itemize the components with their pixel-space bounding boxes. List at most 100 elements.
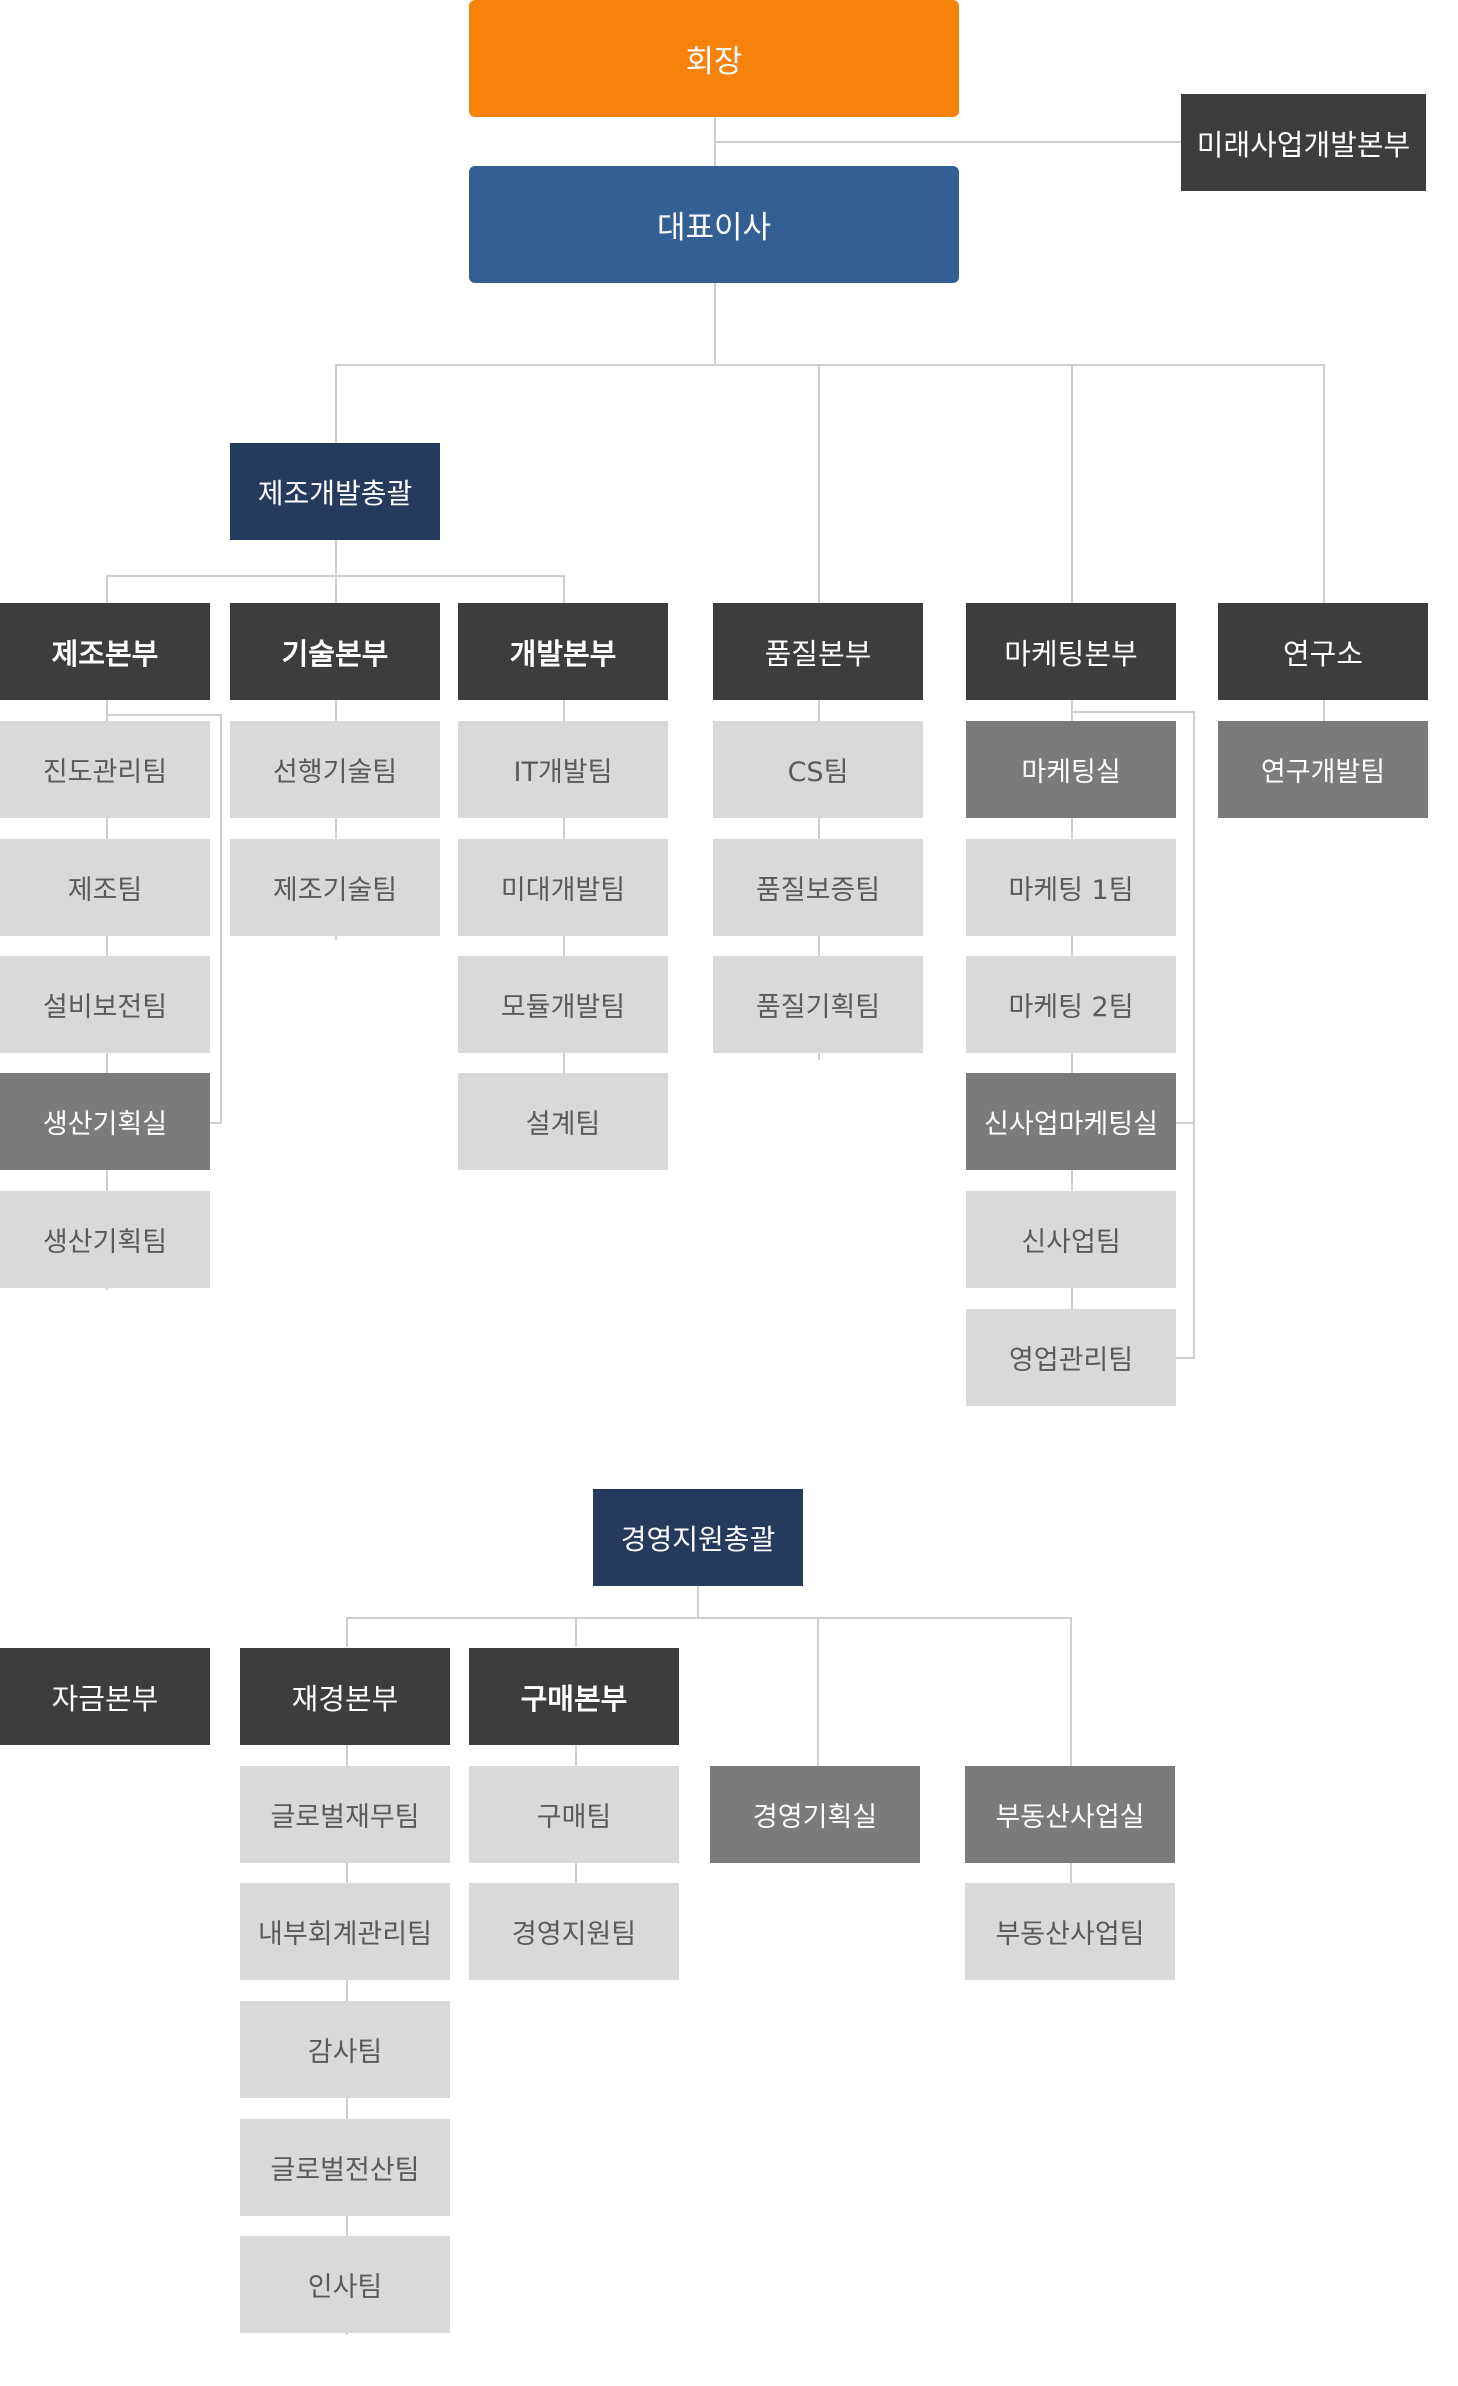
team-box: 품질기획팀 (713, 956, 923, 1053)
connector-line (1193, 711, 1195, 1359)
office-label: 연구개발팀 (1260, 757, 1386, 788)
production-division-label: 제조본부 (51, 636, 159, 671)
team-label: 글로벌전산팀 (270, 2155, 420, 2186)
connector-line (346, 1617, 1072, 1619)
connector-line (106, 575, 108, 605)
fund-division-label: 자금본부 (51, 1681, 159, 1716)
team-label: 품질기획팀 (755, 992, 881, 1023)
team-box: 마케팅 1팀 (966, 839, 1176, 936)
team-label: CS팀 (787, 757, 849, 788)
manufacturing-head-label: 제조개발총괄 (257, 476, 413, 510)
tech-division-label: 기술본부 (281, 636, 389, 671)
production-division-box: 제조본부 (0, 603, 210, 700)
finance-division-label: 재경본부 (291, 1681, 399, 1716)
team-label: 설계팀 (525, 1109, 601, 1140)
office-box: 부동산사업실 (965, 1766, 1175, 1863)
tech-division-box: 기술본부 (230, 603, 440, 700)
team-box: 영업관리팀 (966, 1309, 1176, 1406)
connector-line (818, 364, 820, 604)
team-box: 선행기술팀 (230, 721, 440, 818)
fund-division-box: 자금본부 (0, 1648, 210, 1745)
office-box: 생산기획실 (0, 1073, 210, 1170)
team-box: 신사업팀 (966, 1191, 1176, 1288)
office-label: 경영기획실 (752, 1802, 878, 1833)
marketing-division-box: 마케팅본부 (966, 603, 1176, 700)
dev-division-label: 개발본부 (509, 636, 617, 671)
office-box: 연구개발팀 (1218, 721, 1428, 818)
connector-line (335, 364, 337, 444)
marketing-division-label: 마케팅본부 (1004, 636, 1138, 671)
team-label: 신사업팀 (1021, 1227, 1121, 1258)
connector-line (697, 1586, 699, 1618)
connector-line (575, 1617, 577, 1647)
team-label: 내부회계관리팀 (258, 1919, 432, 1950)
team-label: 마케팅 2팀 (1008, 992, 1134, 1023)
team-box: 생산기획팀 (0, 1191, 210, 1288)
team-box: 감사팀 (240, 2001, 450, 2098)
office-label: 마케팅실 (1021, 757, 1121, 788)
team-label: IT개발팀 (513, 757, 613, 788)
management-head-box: 경영지원총괄 (593, 1489, 803, 1586)
team-box: 제조팀 (0, 839, 210, 936)
team-label: 선행기술팀 (272, 757, 398, 788)
connector-line (714, 283, 716, 365)
office-label: 부동산사업실 (995, 1802, 1145, 1833)
office-box: 경영기획실 (710, 1766, 920, 1863)
team-label: 글로벌재무팀 (270, 1802, 420, 1833)
team-label: 생산기획팀 (42, 1227, 168, 1258)
team-box: 부동산사업팀 (965, 1883, 1175, 1980)
connector-line (335, 540, 337, 606)
connector-line (714, 141, 1184, 143)
team-box: 마케팅 2팀 (966, 956, 1176, 1053)
team-box: 진도관리팀 (0, 721, 210, 818)
team-box: 글로벌전산팀 (240, 2119, 450, 2216)
dev-division-box: 개발본부 (458, 603, 668, 700)
team-label: 감사팀 (307, 2037, 383, 2068)
team-label: 인사팀 (307, 2272, 383, 2303)
team-box: 모듈개발팀 (458, 956, 668, 1053)
team-box: 설비보전팀 (0, 956, 210, 1053)
connector-line (563, 575, 565, 605)
connector-line (1071, 711, 1195, 713)
connector-line (106, 575, 565, 577)
finance-division-box: 재경본부 (240, 1648, 450, 1745)
research-label: 연구소 (1282, 636, 1364, 671)
connector-line (1070, 1860, 1072, 1890)
team-label: 설비보전팀 (42, 992, 168, 1023)
connector-line (1175, 1122, 1195, 1124)
connector-line (209, 1122, 222, 1124)
team-label: 구매팀 (536, 1802, 612, 1833)
connector-line (1071, 364, 1073, 604)
future-division-label: 미래사업개발본부 (1196, 127, 1411, 162)
quality-division-label: 품질본부 (764, 636, 872, 671)
team-box: 내부회계관리팀 (240, 1883, 450, 1980)
research-box: 연구소 (1218, 603, 1428, 700)
connector-line (1175, 1357, 1195, 1359)
chairman-label: 회장 (685, 44, 743, 80)
team-label: 제조팀 (67, 875, 143, 906)
team-box: 품질보증팀 (713, 839, 923, 936)
team-label: 부동산사업팀 (995, 1919, 1145, 1950)
team-box: 미대개발팀 (458, 839, 668, 936)
connector-line (335, 364, 1325, 366)
team-label: 모듈개발팀 (500, 992, 626, 1023)
connector-line (1323, 700, 1325, 728)
connector-line (106, 714, 222, 716)
team-box: IT개발팀 (458, 721, 668, 818)
office-box: 신사업마케팅실 (966, 1073, 1176, 1170)
connector-line (220, 714, 222, 1124)
connector-line (817, 1617, 819, 1767)
future-division-box: 미래사업개발본부 (1181, 94, 1426, 191)
office-label: 생산기획실 (42, 1109, 168, 1140)
team-box: 설계팀 (458, 1073, 668, 1170)
connector-line (1323, 364, 1325, 604)
team-label: 영업관리팀 (1008, 1345, 1134, 1376)
quality-division-box: 품질본부 (713, 603, 923, 700)
team-box: CS팀 (713, 721, 923, 818)
connector-line (335, 700, 337, 940)
team-label: 품질보증팀 (755, 875, 881, 906)
team-box: 제조기술팀 (230, 839, 440, 936)
ceo-box: 대표이사 (469, 166, 959, 283)
team-label: 진도관리팀 (42, 757, 168, 788)
